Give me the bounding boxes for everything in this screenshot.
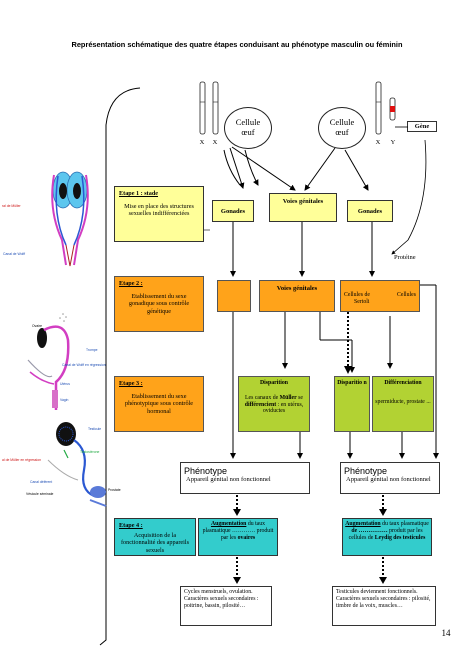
voies-genitales-label: Voies génitales <box>276 285 318 292</box>
anatomy-label: Ovaire <box>32 324 42 328</box>
chromosome-pair-right <box>375 81 396 135</box>
chromosome-x-label: X <box>199 139 205 146</box>
anatomy-label: Vésicule séminale <box>26 492 54 496</box>
disparition-left-body: Les canaux de Müller se différencient : … <box>239 395 309 415</box>
page-number: 14 <box>441 628 451 638</box>
augmentation-body: du taux plasmatique ………… produit par les <box>202 521 274 541</box>
proteine-label: Protéine <box>394 254 416 261</box>
stage-3-body: Etablissement du sexe phénotypique sous … <box>124 393 194 415</box>
anatomy-label: Canal déférent <box>30 480 53 484</box>
cell-label: œuf <box>335 127 349 137</box>
disparition-label: Disparition <box>259 380 289 386</box>
augmentation-organ: ovaires <box>237 534 256 541</box>
stage-4-title: Etape 4 : <box>119 522 143 529</box>
anatomy-label: Testostérone <box>80 450 100 454</box>
augmentation-body: du taux plasmatique <box>382 521 429 527</box>
anatomy-label: Utérus <box>60 382 70 386</box>
anatomy-label: Vagin <box>60 398 69 402</box>
anatomy-label: Trompe <box>86 348 98 352</box>
anatomy-male-illustration <box>47 422 107 507</box>
body-text: se <box>298 394 303 401</box>
final-left-box: Cycles menstruels, ovulation. Caractères… <box>180 586 272 626</box>
stage-3-box: Etape 3 : Etablissement du sexe phénotyp… <box>114 376 204 432</box>
phenotype-body: Appareil génital non fonctionnel <box>186 476 271 483</box>
phenotype-title: Phénotype <box>184 466 228 476</box>
phenotype-body: Appareil génital non fonctionnel <box>346 476 431 483</box>
chromosome-pair-left <box>199 81 219 135</box>
gene-pointer <box>395 126 408 128</box>
body-text: Les canaux de <box>245 394 279 401</box>
stage-3-title: Etape 3 : <box>119 380 143 387</box>
augmentation-right-box: Augmentation du taux plasmatique de …………… <box>342 518 432 556</box>
anatomy-label: Testicule <box>88 427 102 431</box>
gonade-ovaire-box <box>217 280 251 312</box>
chromosome-y-label: Y <box>390 139 396 146</box>
chromosome-x-label: X <box>212 139 218 146</box>
phenotype-right-box: Phénotype Appareil génital non fonctionn… <box>340 462 440 494</box>
disparition-right-box: Disparitio n <box>334 376 370 432</box>
stage-4-box: Etape 4 : Acquisition de la fonctionnali… <box>114 518 196 556</box>
stage-1-title: Etape 1 : stade <box>119 190 159 197</box>
stage-1-body: Mise en place des structures sexuelles i… <box>124 203 194 218</box>
body-text: : en utérus, oviductes <box>262 401 304 415</box>
differenciation-box: Différenciation spermiducte, prostate ..… <box>372 376 434 432</box>
anatomy-indifferent-illustration <box>51 171 89 267</box>
gonades-left-box: Gonades <box>212 200 254 222</box>
phenotype-title: Phénotype <box>344 466 388 476</box>
cell-egg-left: Cellule œuf <box>224 107 272 149</box>
chromosome-x-label: X <box>375 139 381 146</box>
cellules-label: Cellules <box>397 292 416 298</box>
sertoli-label: Sertoli <box>354 298 370 305</box>
phenotype-left-box: Phénotype Appareil génital non fonctionn… <box>180 462 310 494</box>
anatomy-label: Canal de Wolff <box>3 252 26 256</box>
stage-2-box: Etape 2 : Etablissement du sexe gonadiqu… <box>114 276 204 332</box>
anatomy-female-illustration <box>27 313 70 410</box>
stage-2-body: Etablissement du sexe gonadique sous con… <box>128 293 190 315</box>
cell-label: œuf <box>241 127 255 137</box>
augmentation-body: de …………… <box>351 527 388 534</box>
stage-1-box: Etape 1 : stade Mise en place des struct… <box>114 186 204 242</box>
disparition-left-box: Disparition Les canaux de Müller se diff… <box>238 376 310 432</box>
body-text: Müller <box>279 394 297 401</box>
augmentation-label: Augmentation <box>345 521 381 527</box>
final-right-box: Testicules deviennent fonctionnels. Cara… <box>332 586 436 626</box>
augmentation-body: produit par les cellules de <box>348 527 423 541</box>
gonades-right-box: Gonades <box>347 200 393 222</box>
sertoli-box: Cellules de Cellules Sertoli <box>340 280 420 312</box>
cell-label: Cellule <box>329 117 355 127</box>
gene-box: Gène <box>407 121 437 132</box>
augmentation-label: Augmentation <box>210 521 247 527</box>
voies-genitales-label: Voies génitales <box>282 198 324 205</box>
stage-4-body: Acquisition de la fonctionnalité des app… <box>120 532 190 554</box>
augmentation-organ: Leydig des testicules <box>374 534 426 541</box>
differenciation-body: spermiducte, prostate ... <box>375 398 431 405</box>
augmentation-left-box: Augmentation du taux plasmatique ………… pr… <box>198 518 278 556</box>
differenciation-label: Différenciation <box>384 380 422 386</box>
page-title: Représentation schématique des quatre ét… <box>71 40 403 49</box>
anatomy-label: Prostate <box>108 488 121 492</box>
body-text: différencient <box>244 401 277 408</box>
anatomy-label: Canal de Wolff en régression <box>62 363 106 367</box>
cellules-de-label: Cellules de <box>344 292 370 298</box>
voies-genitales-box-2: Voies génitales <box>259 280 335 312</box>
stage-2-title: Etape 2 : <box>119 280 143 287</box>
anatomy-label: ral de Müller <box>2 204 21 208</box>
voies-genitales-box: Voies génitales <box>269 193 337 222</box>
anatomy-label: al de Müller en régression <box>2 458 42 462</box>
cell-egg-right: Cellule œuf <box>318 107 366 149</box>
cell-label: Cellule <box>235 117 261 127</box>
